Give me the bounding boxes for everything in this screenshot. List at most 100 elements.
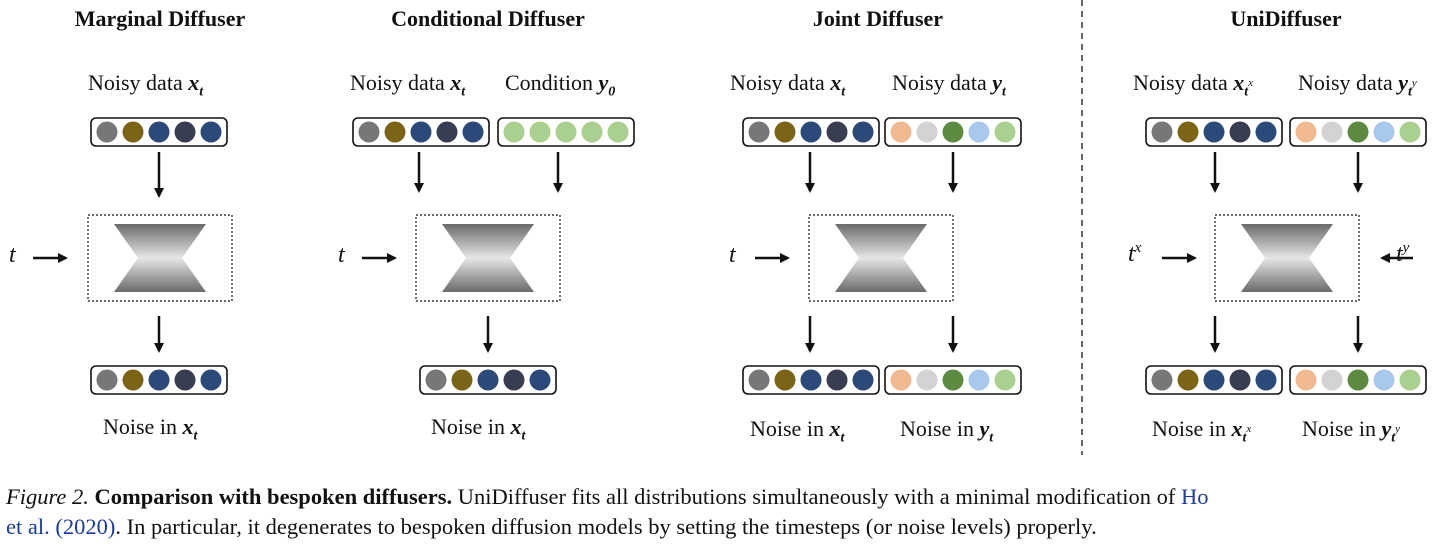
time-label-joint: t: [729, 242, 736, 268]
joint-output-x-tokens-token: [826, 369, 848, 391]
hourglass-network-icon: [1241, 224, 1333, 292]
joint-output-x-tokens-token: [800, 369, 822, 391]
marginal-output-x-tokens-token: [200, 369, 222, 391]
marginal-output-x-tokens-token: [148, 369, 170, 391]
uni-output-y-tokens-token: [1347, 369, 1369, 391]
conditional-output-x-tokens: [419, 365, 557, 395]
uni-input-y-tokens-token: [1373, 121, 1395, 143]
joint-input-y-tokens-token: [994, 121, 1016, 143]
uni-output-x-tokens: [1145, 365, 1283, 395]
marginal-input-x-tokens-token: [148, 121, 170, 143]
time-label-uni-y: ty: [1396, 240, 1410, 267]
time-label-conditional: t: [338, 242, 345, 268]
uni-input-y-tokens-token: [1321, 121, 1343, 143]
output-label-marginal-x: Noise in xt: [103, 414, 198, 444]
joint-input-x-tokens-token: [826, 121, 848, 143]
conditional-input-y-tokens-token: [555, 121, 577, 143]
joint-input-x-tokens-token: [852, 121, 874, 143]
conditional-input-y-tokens-token: [529, 121, 551, 143]
input-label-uni-x: Noisy data xtx: [1133, 70, 1253, 100]
conditional-output-x-tokens-token: [529, 369, 551, 391]
joint-output-y-tokens-token: [942, 369, 964, 391]
caption-cite-etal[interactable]: et al.: [6, 514, 50, 539]
joint-output-y-tokens-token: [994, 369, 1016, 391]
caption-cite-ho[interactable]: Ho: [1180, 484, 1209, 509]
joint-input-x-tokens-token: [774, 121, 796, 143]
joint-output-y-tokens-token: [968, 369, 990, 391]
joint-output-y-tokens-token: [890, 369, 912, 391]
caption-text-2: . In particular, it degenerates to bespo…: [115, 514, 1097, 539]
marginal-output-x-tokens-token: [174, 369, 196, 391]
diagram-graphics: [33, 0, 1427, 455]
marginal-input-x-tokens-token: [122, 121, 144, 143]
marginal-output-x-tokens-token: [122, 369, 144, 391]
uni-input-x-tokens-token: [1203, 121, 1225, 143]
output-label-joint-y: Noise in yt: [900, 416, 994, 446]
conditional-input-x-tokens: [352, 117, 490, 147]
caption-cite-year[interactable]: (2020): [55, 514, 116, 539]
conditional-input-y-tokens-token: [581, 121, 603, 143]
marginal-input-x-tokens-token: [200, 121, 222, 143]
input-label-joint-x: Noisy data xt: [730, 70, 846, 100]
caption-figure-number: Figure 2.: [6, 484, 89, 509]
uni-output-x-tokens-token: [1203, 369, 1225, 391]
joint-input-y-tokens: [884, 117, 1022, 147]
input-label-conditional-x: Noisy data xt: [350, 70, 466, 100]
joint-output-y-tokens: [884, 365, 1022, 395]
conditional-input-y-tokens-token: [503, 121, 525, 143]
joint-input-x-tokens: [742, 117, 880, 147]
time-label-marginal: t: [9, 242, 16, 268]
marginal-output-x-tokens: [90, 365, 228, 395]
uni-input-x-tokens-token: [1229, 121, 1251, 143]
output-label-conditional-x: Noise in xt: [431, 414, 526, 444]
joint-input-y-tokens-token: [890, 121, 912, 143]
joint-output-x-tokens-token: [748, 369, 770, 391]
joint-output-x-tokens-token: [852, 369, 874, 391]
conditional-output-x-tokens-token: [503, 369, 525, 391]
marginal-input-x-tokens-token: [174, 121, 196, 143]
panel-title-marginal: Marginal Diffuser: [74, 6, 246, 31]
uni-input-x-tokens-token: [1255, 121, 1277, 143]
conditional-output-x-tokens-token: [477, 369, 499, 391]
uni-input-x-tokens-token: [1151, 121, 1173, 143]
conditional-output-x-tokens-token: [451, 369, 473, 391]
conditional-input-y-tokens: [497, 117, 635, 147]
figure-caption: Figure 2. Comparison with bespoken diffu…: [6, 482, 1452, 542]
panel-title-unidiffuser: UniDiffuser: [1230, 6, 1342, 31]
time-label-uni-x: tx: [1128, 240, 1142, 267]
marginal-input-x-tokens: [90, 117, 228, 147]
uni-input-y-tokens-token: [1347, 121, 1369, 143]
uni-input-y-tokens-token: [1295, 121, 1317, 143]
joint-input-y-tokens-token: [968, 121, 990, 143]
joint-output-x-tokens: [742, 365, 880, 395]
uni-model-box: [1214, 214, 1360, 302]
panel-title-joint: Joint Diffuser: [812, 6, 944, 31]
marginal-input-x-tokens-token: [96, 121, 118, 143]
joint-input-x-tokens-token: [748, 121, 770, 143]
joint-output-y-tokens-token: [916, 369, 938, 391]
hourglass-network-icon: [114, 224, 206, 292]
uni-input-x-tokens: [1145, 117, 1283, 147]
panel-title-conditional: Conditional Diffuser: [391, 6, 585, 31]
uni-input-y-tokens-token: [1399, 121, 1421, 143]
input-label-conditional-y: Condition y0: [505, 70, 616, 100]
hourglass-network-icon: [835, 224, 927, 292]
caption-text-1: UniDiffuser fits all distributions simul…: [457, 484, 1176, 509]
conditional-input-x-tokens-token: [462, 121, 484, 143]
uni-output-y-tokens-token: [1399, 369, 1421, 391]
joint-input-x-tokens-token: [800, 121, 822, 143]
input-label-uni-y: Noisy data yty: [1298, 70, 1417, 100]
output-label-joint-x: Noise in xt: [750, 416, 845, 446]
marginal-output-x-tokens-token: [96, 369, 118, 391]
joint-input-y-tokens-token: [916, 121, 938, 143]
uni-input-y-tokens: [1289, 117, 1427, 147]
conditional-input-x-tokens-token: [358, 121, 380, 143]
conditional-model-box: [415, 214, 561, 302]
output-label-uni-x: Noise in xtx: [1152, 416, 1252, 446]
uni-output-y-tokens-token: [1321, 369, 1343, 391]
conditional-input-x-tokens-token: [436, 121, 458, 143]
joint-model-box: [808, 214, 954, 302]
joint-output-x-tokens-token: [774, 369, 796, 391]
uni-output-y-tokens-token: [1373, 369, 1395, 391]
conditional-input-y-tokens-token: [607, 121, 629, 143]
